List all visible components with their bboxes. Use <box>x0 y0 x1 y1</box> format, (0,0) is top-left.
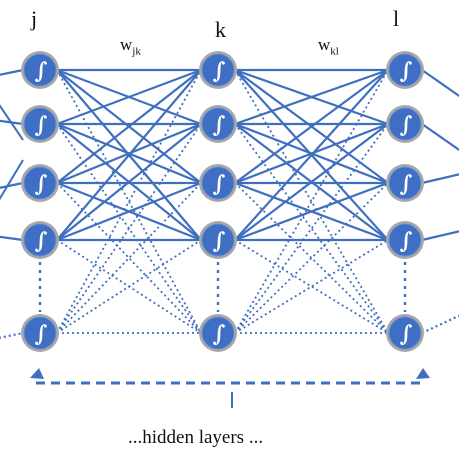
activation-symbol: ∫ <box>400 58 413 84</box>
weight-subscript: kl <box>330 45 339 58</box>
input-edge <box>0 159 24 201</box>
neuron <box>23 223 57 257</box>
connection-edge <box>56 69 202 334</box>
output-edge <box>421 230 459 242</box>
connection-edge <box>234 123 389 334</box>
neuron <box>388 223 422 257</box>
hidden-layers-caption: ...hidden layers ... <box>128 427 264 448</box>
neuron <box>388 53 422 87</box>
neuron <box>388 166 422 200</box>
activation-symbol: ∫ <box>400 321 413 347</box>
connection-edge <box>234 123 389 334</box>
activation-symbol: ∫ <box>35 112 48 138</box>
activation-symbol: ∫ <box>400 112 413 138</box>
connection-edge <box>234 69 389 184</box>
neuron <box>23 107 57 141</box>
connection-edge <box>56 69 202 184</box>
activation-symbol: ∫ <box>35 321 48 347</box>
input-edge <box>0 235 24 242</box>
activation-symbol: ∫ <box>213 321 226 347</box>
activation-symbol: ∫ <box>213 228 226 254</box>
connection-edge <box>56 239 202 334</box>
weight-subscript: jk <box>132 45 141 58</box>
neuron <box>201 316 235 350</box>
connection-edge <box>56 123 202 334</box>
activation-symbol: ∫ <box>213 112 226 138</box>
activation-symbol: ∫ <box>213 58 226 84</box>
connection-edge <box>234 69 389 241</box>
output-edge <box>421 173 459 185</box>
connection-edge <box>234 181 389 242</box>
connection-edge <box>234 182 389 334</box>
neuron <box>201 107 235 141</box>
input-edge <box>0 181 24 189</box>
neuron <box>23 316 57 350</box>
input-edge <box>0 119 24 126</box>
activation-symbol: ∫ <box>35 171 48 197</box>
neuron <box>388 316 422 350</box>
output-edge <box>421 314 459 334</box>
activation-symbol: ∫ <box>213 171 226 197</box>
weight-label-jk: wjk <box>120 36 141 57</box>
connection-edge <box>234 68 389 126</box>
input-edge <box>0 104 24 141</box>
neuron <box>201 166 235 200</box>
activation-symbol: ∫ <box>35 58 48 84</box>
connection-edge <box>234 123 389 241</box>
weight-label-kl: wkl <box>318 36 339 57</box>
activation-symbol: ∫ <box>35 228 48 254</box>
input-edge <box>0 68 24 76</box>
layer-label-l: l <box>393 6 400 31</box>
connection-edge <box>56 69 202 241</box>
weight-symbol: w <box>120 35 133 54</box>
output-edge <box>421 69 459 98</box>
activation-symbol: ∫ <box>400 228 413 254</box>
input-edge <box>0 331 24 339</box>
layer-label-k: k <box>215 17 226 42</box>
layer-label-j: j <box>31 6 38 31</box>
neuron <box>23 53 57 87</box>
connection-edge <box>234 69 389 334</box>
neuron <box>201 223 235 257</box>
neuron <box>388 107 422 141</box>
output-edge <box>421 123 459 152</box>
bracket-arrow-left-icon <box>30 368 44 379</box>
connection-edge <box>234 182 389 334</box>
connection-edge <box>56 68 202 126</box>
activation-symbol: ∫ <box>400 171 413 197</box>
neuron <box>201 53 235 87</box>
weight-symbol: w <box>318 35 331 54</box>
connection-edge <box>56 69 202 334</box>
connection-edge <box>56 123 202 241</box>
bracket-arrow-right-icon <box>416 368 430 379</box>
connection-edge <box>234 69 389 334</box>
neuron <box>23 166 57 200</box>
connection-edge <box>56 181 202 242</box>
